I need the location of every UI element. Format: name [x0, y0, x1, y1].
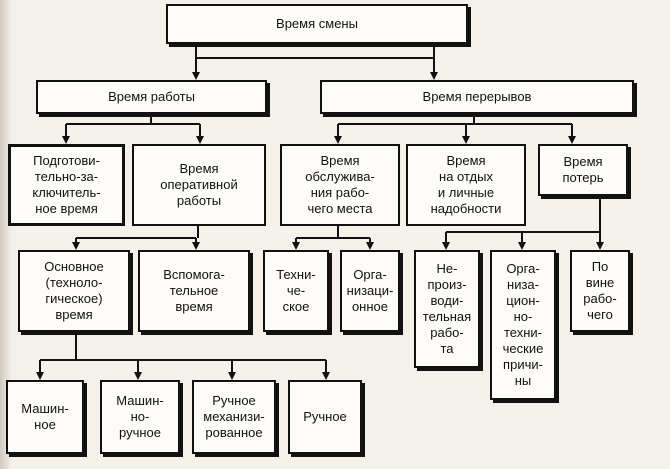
node-machine-manual: Машин- но- ручное: [100, 380, 180, 454]
node-org-tech-reasons-label: Орга- низа- цион- но- техни- ческие прич…: [502, 261, 544, 388]
node-organizational: Орга- низаци- онное: [340, 250, 400, 332]
node-unproductive: Не- произ- води- тельная рабо- та: [414, 250, 480, 368]
node-shift-time-label: Время смены: [276, 16, 358, 31]
link-to-manual-arrowhead: [322, 372, 330, 380]
node-unproductive-label: Не- произ- води- тельная рабо- та: [422, 261, 472, 356]
node-machine-manual-label: Машин- но- ручное: [116, 393, 164, 440]
node-auxiliary-label: Вспомога- тельное время: [163, 267, 225, 314]
node-break-time-label: Время перерывов: [422, 89, 532, 104]
node-work-time-label: Время работы: [108, 89, 195, 104]
link-to-technical-arrowhead: [292, 242, 300, 250]
link-to-rest-personal-arrowhead: [462, 136, 470, 144]
node-technical: Техни- че- ское: [263, 250, 329, 332]
link-to-machine-arrowhead: [36, 372, 44, 380]
node-basic-label: Основное (техноло- гическое) время: [44, 259, 104, 322]
link-to-break-time-arrowhead: [430, 72, 438, 80]
link-to-org-tech-reasons-arrowhead: [518, 242, 526, 250]
link-to-work-time-arrowhead: [192, 72, 200, 80]
node-manual-mech: Ручное механизи- рованное: [192, 380, 276, 454]
node-machine: Машин- ное: [6, 380, 84, 454]
node-manual-mech-label: Ручное механизи- рованное: [203, 393, 265, 440]
node-work-time: Время работы: [36, 80, 267, 114]
node-auxiliary: Вспомога- тельное время: [138, 250, 250, 332]
node-organizational-label: Орга- низаци- онное: [346, 267, 394, 314]
node-losses-label: Время потерь: [562, 154, 604, 185]
node-operative-label: Время оперативной работы: [160, 161, 238, 208]
link-to-unproductive-arrowhead: [442, 242, 450, 250]
link-to-worker-fault-arrowhead: [596, 242, 604, 250]
node-worker-fault: По вине рабо- чего: [570, 250, 630, 332]
node-break-time: Время перерывов: [320, 80, 634, 114]
node-worker-fault-label: По вине рабо- чего: [583, 259, 617, 322]
node-losses: Время потерь: [538, 144, 628, 196]
node-operative: Время оперативной работы: [132, 144, 266, 226]
node-rest-personal: Время на отдых и личные надобности: [406, 144, 526, 226]
node-rest-personal-label: Время на отдых и личные надобности: [430, 153, 502, 216]
link-to-losses-arrowhead: [568, 136, 576, 144]
page-edge-shadow: [0, 0, 12, 469]
link-to-basic-arrowhead: [72, 242, 80, 250]
node-manual-label: Ручное: [303, 409, 347, 424]
node-basic: Основное (техноло- гическое) время: [18, 250, 130, 332]
node-prep-final: Подготови- тельно-за- ключитель- ное вре…: [8, 144, 125, 226]
node-technical-label: Техни- че- ское: [276, 267, 316, 314]
link-to-auxiliary-arrowhead: [192, 242, 200, 250]
node-workplace-service-label: Время обслужива- ния рабо- чего места: [305, 153, 375, 216]
node-prep-final-label: Подготови- тельно-за- ключитель- ное вре…: [32, 153, 101, 216]
link-to-manual-mech-arrowhead: [228, 372, 236, 380]
link-to-workplace-service-arrowhead: [334, 136, 342, 144]
node-workplace-service: Время обслужива- ния рабо- чего места: [280, 144, 400, 226]
link-to-operative-arrowhead: [196, 136, 204, 144]
node-manual: Ручное: [288, 380, 362, 454]
node-org-tech-reasons: Орга- низа- цион- но- техни- ческие прич…: [490, 250, 556, 400]
link-to-prep-final-arrowhead: [62, 136, 70, 144]
link-to-organizational-arrowhead: [366, 242, 374, 250]
node-machine-label: Машин- ное: [21, 401, 69, 432]
node-shift-time: Время смены: [166, 4, 468, 44]
link-to-machine-manual-arrowhead: [134, 372, 142, 380]
